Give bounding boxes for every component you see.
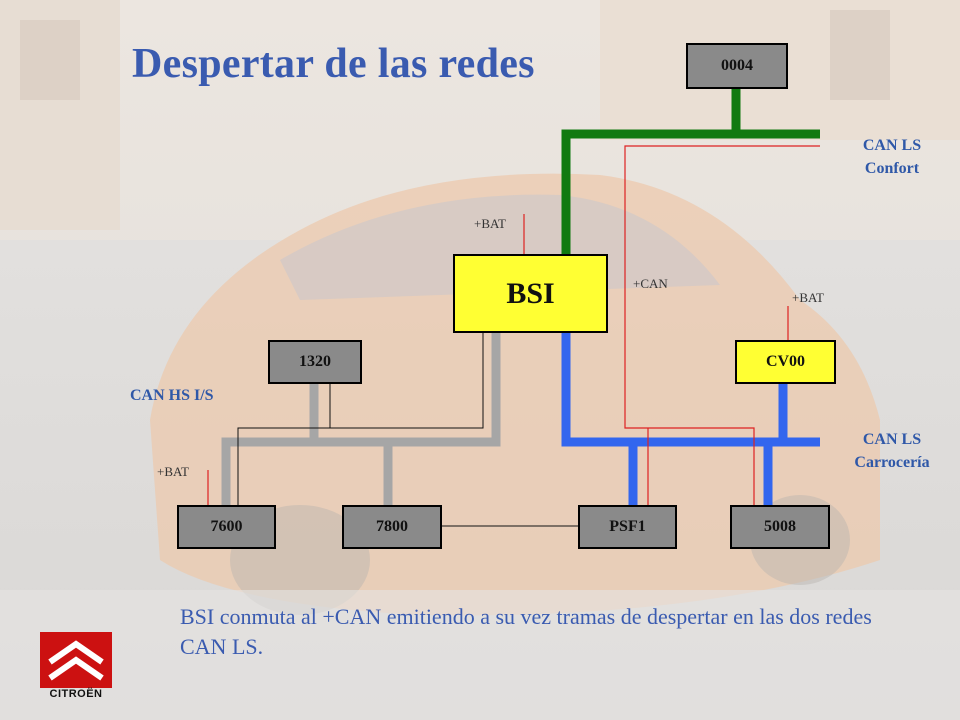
ecu-5008-label: 5008 xyxy=(764,518,796,535)
can-ls-confort-line2: Confort xyxy=(864,160,920,177)
citroen-logo-icon xyxy=(40,632,112,688)
aux-wires xyxy=(237,332,578,527)
ecu-5008: 5008 xyxy=(730,505,830,549)
ecu-7600-label: 7600 xyxy=(210,518,243,535)
can-ls-confort-line1: CAN LS xyxy=(862,137,922,154)
ecu-bsi: BSI xyxy=(453,254,608,333)
ecu-1320-label: 1320 xyxy=(299,353,331,370)
ecu-7800-label: 7800 xyxy=(376,518,408,535)
brand-name: CITROËN xyxy=(49,688,103,700)
ecu-cv00: CV00 xyxy=(735,340,836,384)
bat-7600-label: +BAT xyxy=(157,464,189,479)
can-ls-carroceria-bus xyxy=(561,332,820,506)
can-ls-confort-bus xyxy=(561,88,820,254)
can-hs-is-bus xyxy=(221,332,501,506)
ecu-7600: 7600 xyxy=(177,505,276,549)
signal-wires xyxy=(207,145,820,506)
ecu-bsi-label: BSI xyxy=(506,276,555,310)
caption-text: BSI conmuta al +CAN emitiendo a su vez t… xyxy=(180,604,872,659)
can-ls-carroceria-label: CAN LS Carrocería xyxy=(842,428,942,474)
ecu-psf1-label: PSF1 xyxy=(609,518,646,535)
ecu-0004: 0004 xyxy=(686,43,788,89)
ecu-psf1: PSF1 xyxy=(578,505,677,549)
can-ls-carroceria-line1: CAN LS xyxy=(862,431,922,448)
ecu-cv00-label: CV00 xyxy=(765,353,806,370)
can-ls-carroceria-line2: Carrocería xyxy=(854,454,930,471)
can-signal-label: +CAN xyxy=(633,276,668,291)
ecu-1320: 1320 xyxy=(268,340,362,384)
ecu-0004-label: 0004 xyxy=(721,57,753,74)
can-hs-is-label: CAN HS I/S xyxy=(130,387,214,404)
bat-cv00-label: +BAT xyxy=(792,290,824,305)
page-title: Despertar de las redes xyxy=(132,41,535,87)
bat-bsi-label: +BAT xyxy=(474,216,506,231)
can-ls-confort-label: CAN LS Confort xyxy=(842,134,942,180)
ecu-7800: 7800 xyxy=(342,505,442,549)
